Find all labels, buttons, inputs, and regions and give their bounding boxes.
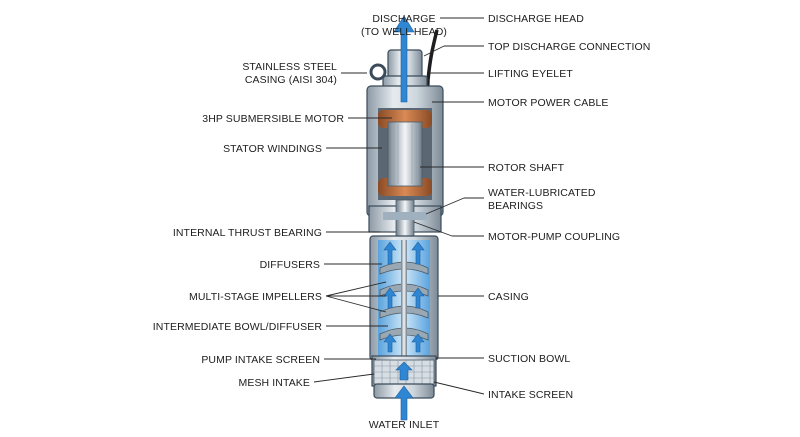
label-rotor-shaft: ROTOR SHAFT <box>488 162 565 174</box>
power-cable <box>425 29 439 111</box>
inlet-arrow <box>394 385 414 421</box>
label-discharge-line2: (TO WELL HEAD) <box>361 26 447 38</box>
rotor <box>387 121 423 187</box>
label-power-cable: MOTOR POWER CABLE <box>488 97 609 109</box>
lifting-eyelet <box>369 63 387 81</box>
label-discharge-line1: DISCHARGE <box>372 13 435 25</box>
label-intermediate-bowl: INTERMEDIATE BOWL/DIFFUSER <box>153 321 323 333</box>
label-water-inlet: WATER INLET <box>369 419 440 431</box>
label-casing-line1: STAINLESS STEEL <box>242 61 337 73</box>
label-stator: STATOR WINDINGS <box>223 143 322 155</box>
discharge-arrow <box>393 15 415 103</box>
label-impellers: MULTI-STAGE IMPELLERS <box>189 291 322 303</box>
label-top-connection: TOP DISCHARGE CONNECTION <box>488 41 650 53</box>
label-casing-line2: CASING (AISI 304) <box>245 74 337 86</box>
label-bearings-line1: WATER-LUBRICATED <box>488 187 596 199</box>
label-discharge-head: DISCHARGE HEAD <box>488 13 584 25</box>
pump-body <box>366 15 444 421</box>
right-labels: DISCHARGE HEAD TOP DISCHARGE CONNECTION … <box>413 13 650 401</box>
flow-arrows <box>383 15 425 421</box>
label-coupling: MOTOR-PUMP COUPLING <box>488 231 620 243</box>
label-suction-bowl: SUCTION BOWL <box>488 353 570 365</box>
label-bearings-line2: BEARINGS <box>488 200 543 212</box>
label-intake-screen-right: INTAKE SCREEN <box>488 389 573 401</box>
label-motor: 3HP SUBMERSIBLE MOTOR <box>202 113 344 125</box>
label-casing: CASING <box>488 291 529 303</box>
left-labels: DISCHARGE (TO WELL HEAD) STAINLESS STEEL… <box>153 13 447 431</box>
label-mesh-intake: MESH INTAKE <box>239 377 311 389</box>
label-thrust-bearing: INTERNAL THRUST BEARING <box>173 227 322 239</box>
label-lifting-eyelet: LIFTING EYELET <box>488 68 573 80</box>
label-diffusers: DIFFUSERS <box>260 259 320 271</box>
label-intake-screen-left: PUMP INTAKE SCREEN <box>201 354 320 366</box>
